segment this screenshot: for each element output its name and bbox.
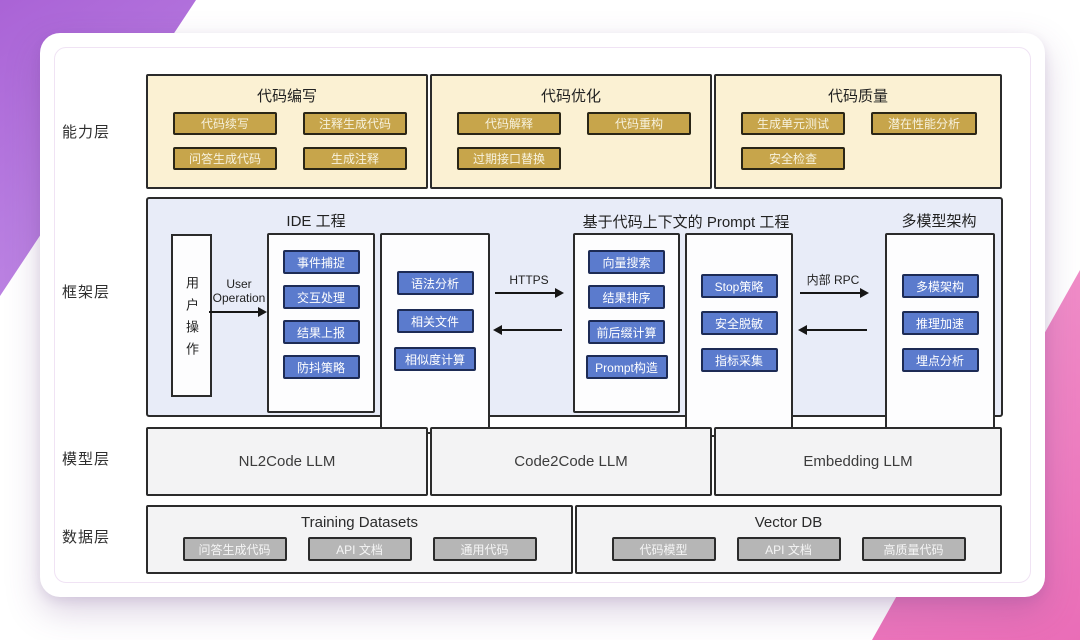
capability-node: 代码重构 [587,112,691,135]
data-node: 代码模型 [611,537,716,561]
card-inner-border [54,47,1031,583]
data-node: API 文档 [307,537,412,561]
framework-box-post-process: Stop策略 安全脱敏 指标采集 [685,233,793,437]
layer-label-model: 模型层 [61,451,110,468]
capability-panel-code-optimization: 代码优化 代码解释 代码重构 过期接口替换 [430,74,712,189]
framework-node: 向量搜索 [588,250,665,274]
capability-button-grid: 代码解释 代码重构 过期接口替换 [457,112,691,170]
capability-node: 潜在性能分析 [871,112,977,135]
arrow-https-left [493,325,562,335]
capability-node: 代码续写 [173,112,277,135]
framework-node: 安全脱敏 [700,311,778,335]
data-button-row: 问答生成代码 API 文档 通用代码 [148,537,571,561]
arrow-user-operation-right [209,307,267,317]
capability-node: 问答生成代码 [173,147,277,170]
data-button-row: 代码模型 API 文档 高质量代码 [577,537,1000,561]
arrow-label-https: HTTPS [509,273,549,287]
data-box-vector-db: Vector DB 代码模型 API 文档 高质量代码 [575,505,1002,574]
capability-button-grid: 代码续写 注释生成代码 问答生成代码 生成注释 [173,112,407,170]
capability-node: 安全检查 [741,147,845,170]
framework-node: 交互处理 [282,285,360,309]
data-node: 问答生成代码 [182,537,287,561]
capability-button-grid: 生成单元测试 潜在性能分析 安全检查 [741,112,977,170]
framework-node: Prompt构造 [585,355,668,379]
capability-panel-code-quality: 代码质量 生成单元测试 潜在性能分析 安全检查 [714,74,1002,189]
model-box-code2code: Code2Code LLM [430,427,712,496]
model-box-nl2code: NL2Code LLM [146,427,428,496]
data-node: 通用代码 [432,537,537,561]
framework-node: 指标采集 [700,348,778,372]
framework-node: Stop策略 [700,274,778,298]
framework-node: 推理加速 [901,311,979,335]
arrow-rpc-right [800,288,869,298]
capability-panel-code-writing: 代码编写 代码续写 注释生成代码 问答生成代码 生成注释 [146,74,428,189]
arrow-https-right [495,288,564,298]
data-node: API 文档 [736,537,841,561]
user-operation-box-label: 用户操作 [184,276,199,364]
framework-node: 结果排序 [588,285,665,309]
framework-node: 相似度计算 [394,347,476,371]
framework-node: 语法分析 [396,271,474,295]
framework-node: 防抖策略 [282,355,360,379]
framework-box-multi-model: 多模架构 推理加速 埋点分析 [885,233,995,437]
framework-node: 相关文件 [396,309,474,333]
framework-box-prompt-build: 向量搜索 结果排序 前后缀计算 Prompt构造 [573,233,680,413]
framework-box-ide-plugin: 事件捕捉 交互处理 结果上报 防抖策略 [267,233,375,413]
data-box-title: Vector DB [754,514,823,531]
user-operation-box: 用户操作 [171,234,212,397]
framework-node: 埋点分析 [901,348,979,372]
capability-panel-title: 代码质量 [827,88,888,105]
layer-label-capability: 能力层 [61,124,110,141]
framework-section-title-prompt: 基于代码上下文的 Prompt 工程 [582,214,790,231]
data-box-title: Training Datasets [301,514,418,531]
capability-node: 生成注释 [303,147,407,170]
layer-label-framework: 框架层 [61,284,110,301]
capability-panel-title: 代码优化 [540,88,601,105]
framework-node: 多模架构 [901,274,979,298]
data-node: 高质量代码 [861,537,966,561]
capability-panel-title: 代码编写 [256,88,317,105]
layer-label-data: 数据层 [61,529,110,546]
framework-section-title-multi-model: 多模型架构 [901,213,977,230]
framework-node: 事件捕捉 [282,250,360,274]
framework-node: 结果上报 [282,320,360,344]
capability-node: 生成单元测试 [741,112,845,135]
data-box-training-datasets: Training Datasets 问答生成代码 API 文档 通用代码 [146,505,573,574]
capability-node: 注释生成代码 [303,112,407,135]
arrow-label-user-operation: User Operation [212,277,266,305]
framework-box-code-analysis: 语法分析 相关文件 相似度计算 [380,233,490,434]
framework-node: 前后缀计算 [588,320,665,344]
arrow-label-internal-rpc: 内部 RPC [806,273,860,287]
arrow-rpc-left [798,325,867,335]
capability-node: 代码解释 [457,112,561,135]
model-box-embedding: Embedding LLM [714,427,1002,496]
framework-section-title-ide: IDE 工程 [286,213,346,230]
capability-node: 过期接口替换 [457,147,561,170]
